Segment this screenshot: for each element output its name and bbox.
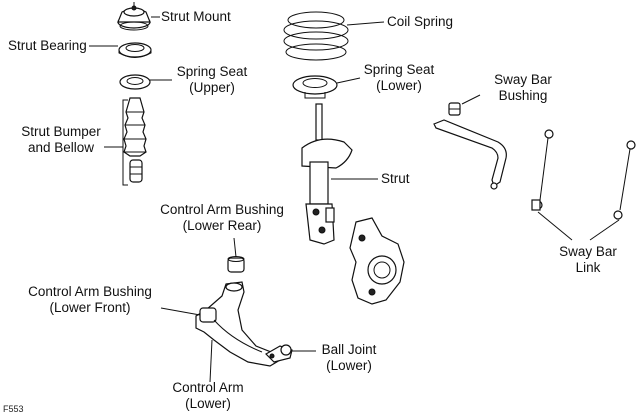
sway-bar-part <box>433 119 507 190</box>
control-arm-label-line2: (Lower) <box>185 396 231 411</box>
sway-bar-link-label-line1: Sway Bar <box>559 244 617 259</box>
ball-joint-label: Ball Joint (Lower) <box>314 342 384 374</box>
steering-knuckle-part <box>349 217 405 305</box>
strut-bumper-label-line1: Strut Bumper <box>21 124 101 139</box>
control-arm-bushing-rear-part <box>227 256 245 273</box>
sway-bar-link-part <box>531 129 636 220</box>
strut-bumper-bellow-label: Strut Bumper and Bellow <box>18 124 104 156</box>
strut-mount-part <box>117 2 151 31</box>
strut-part <box>301 103 353 245</box>
figure-id: F553 <box>3 404 24 414</box>
sway-bar-link-label-line2: Link <box>575 260 601 275</box>
spring-seat-lower-label: Spring Seat (Lower) <box>360 62 438 94</box>
control-arm-label-line1: Control Arm <box>172 380 244 395</box>
sway-bar-bushing-label: Sway Bar Bushing <box>478 72 568 104</box>
spring-seat-lower-part <box>292 75 338 99</box>
ball-joint-part <box>265 344 293 363</box>
ball-joint-label-line1: Ball Joint <box>321 342 377 357</box>
spring-seat-upper-part <box>119 74 151 90</box>
spring-seat-lower-label-line1: Spring Seat <box>363 62 435 77</box>
control-arm-part <box>195 281 281 367</box>
ca-bushing-front-label-line1: Control Arm Bushing <box>28 284 152 299</box>
strut-bumper-label-line2: and Bellow <box>27 140 95 155</box>
strut-label: Strut <box>381 171 410 186</box>
spring-seat-upper-label-line2: (Upper) <box>189 80 235 95</box>
ca-bushing-rear-label-line2: (Lower Rear) <box>182 218 262 233</box>
coil-spring-label: Coil Spring <box>387 14 454 29</box>
spring-seat-upper-label: Spring Seat (Upper) <box>173 64 251 96</box>
spring-seat-upper-label-line1: Spring Seat <box>176 64 248 79</box>
coil-spring-part <box>283 11 349 61</box>
sway-bar-link-label: Sway Bar Link <box>548 244 628 276</box>
sway-bar-bushing-part <box>448 102 461 116</box>
ball-joint-label-line2: (Lower) <box>326 358 372 373</box>
ca-bushing-rear-label-line1: Control Arm Bushing <box>160 202 284 217</box>
strut-bearing-label: Strut Bearing <box>8 38 87 53</box>
sway-bar-bushing-label-line2: Bushing <box>498 88 548 103</box>
sway-bar-bushing-label-line1: Sway Bar <box>494 72 552 87</box>
spring-seat-lower-label-line2: (Lower) <box>376 78 422 93</box>
control-arm-label: Control Arm (Lower) <box>158 380 258 412</box>
control-arm-bushing-front-label: Control Arm Bushing (Lower Front) <box>20 284 160 316</box>
control-arm-bushing-rear-label: Control Arm Bushing (Lower Rear) <box>152 202 292 234</box>
strut-bearing-part <box>118 42 152 58</box>
strut-bumper-bellow-part <box>123 97 147 183</box>
ca-bushing-front-label-line2: (Lower Front) <box>49 300 131 315</box>
strut-mount-label: Strut Mount <box>161 9 231 24</box>
